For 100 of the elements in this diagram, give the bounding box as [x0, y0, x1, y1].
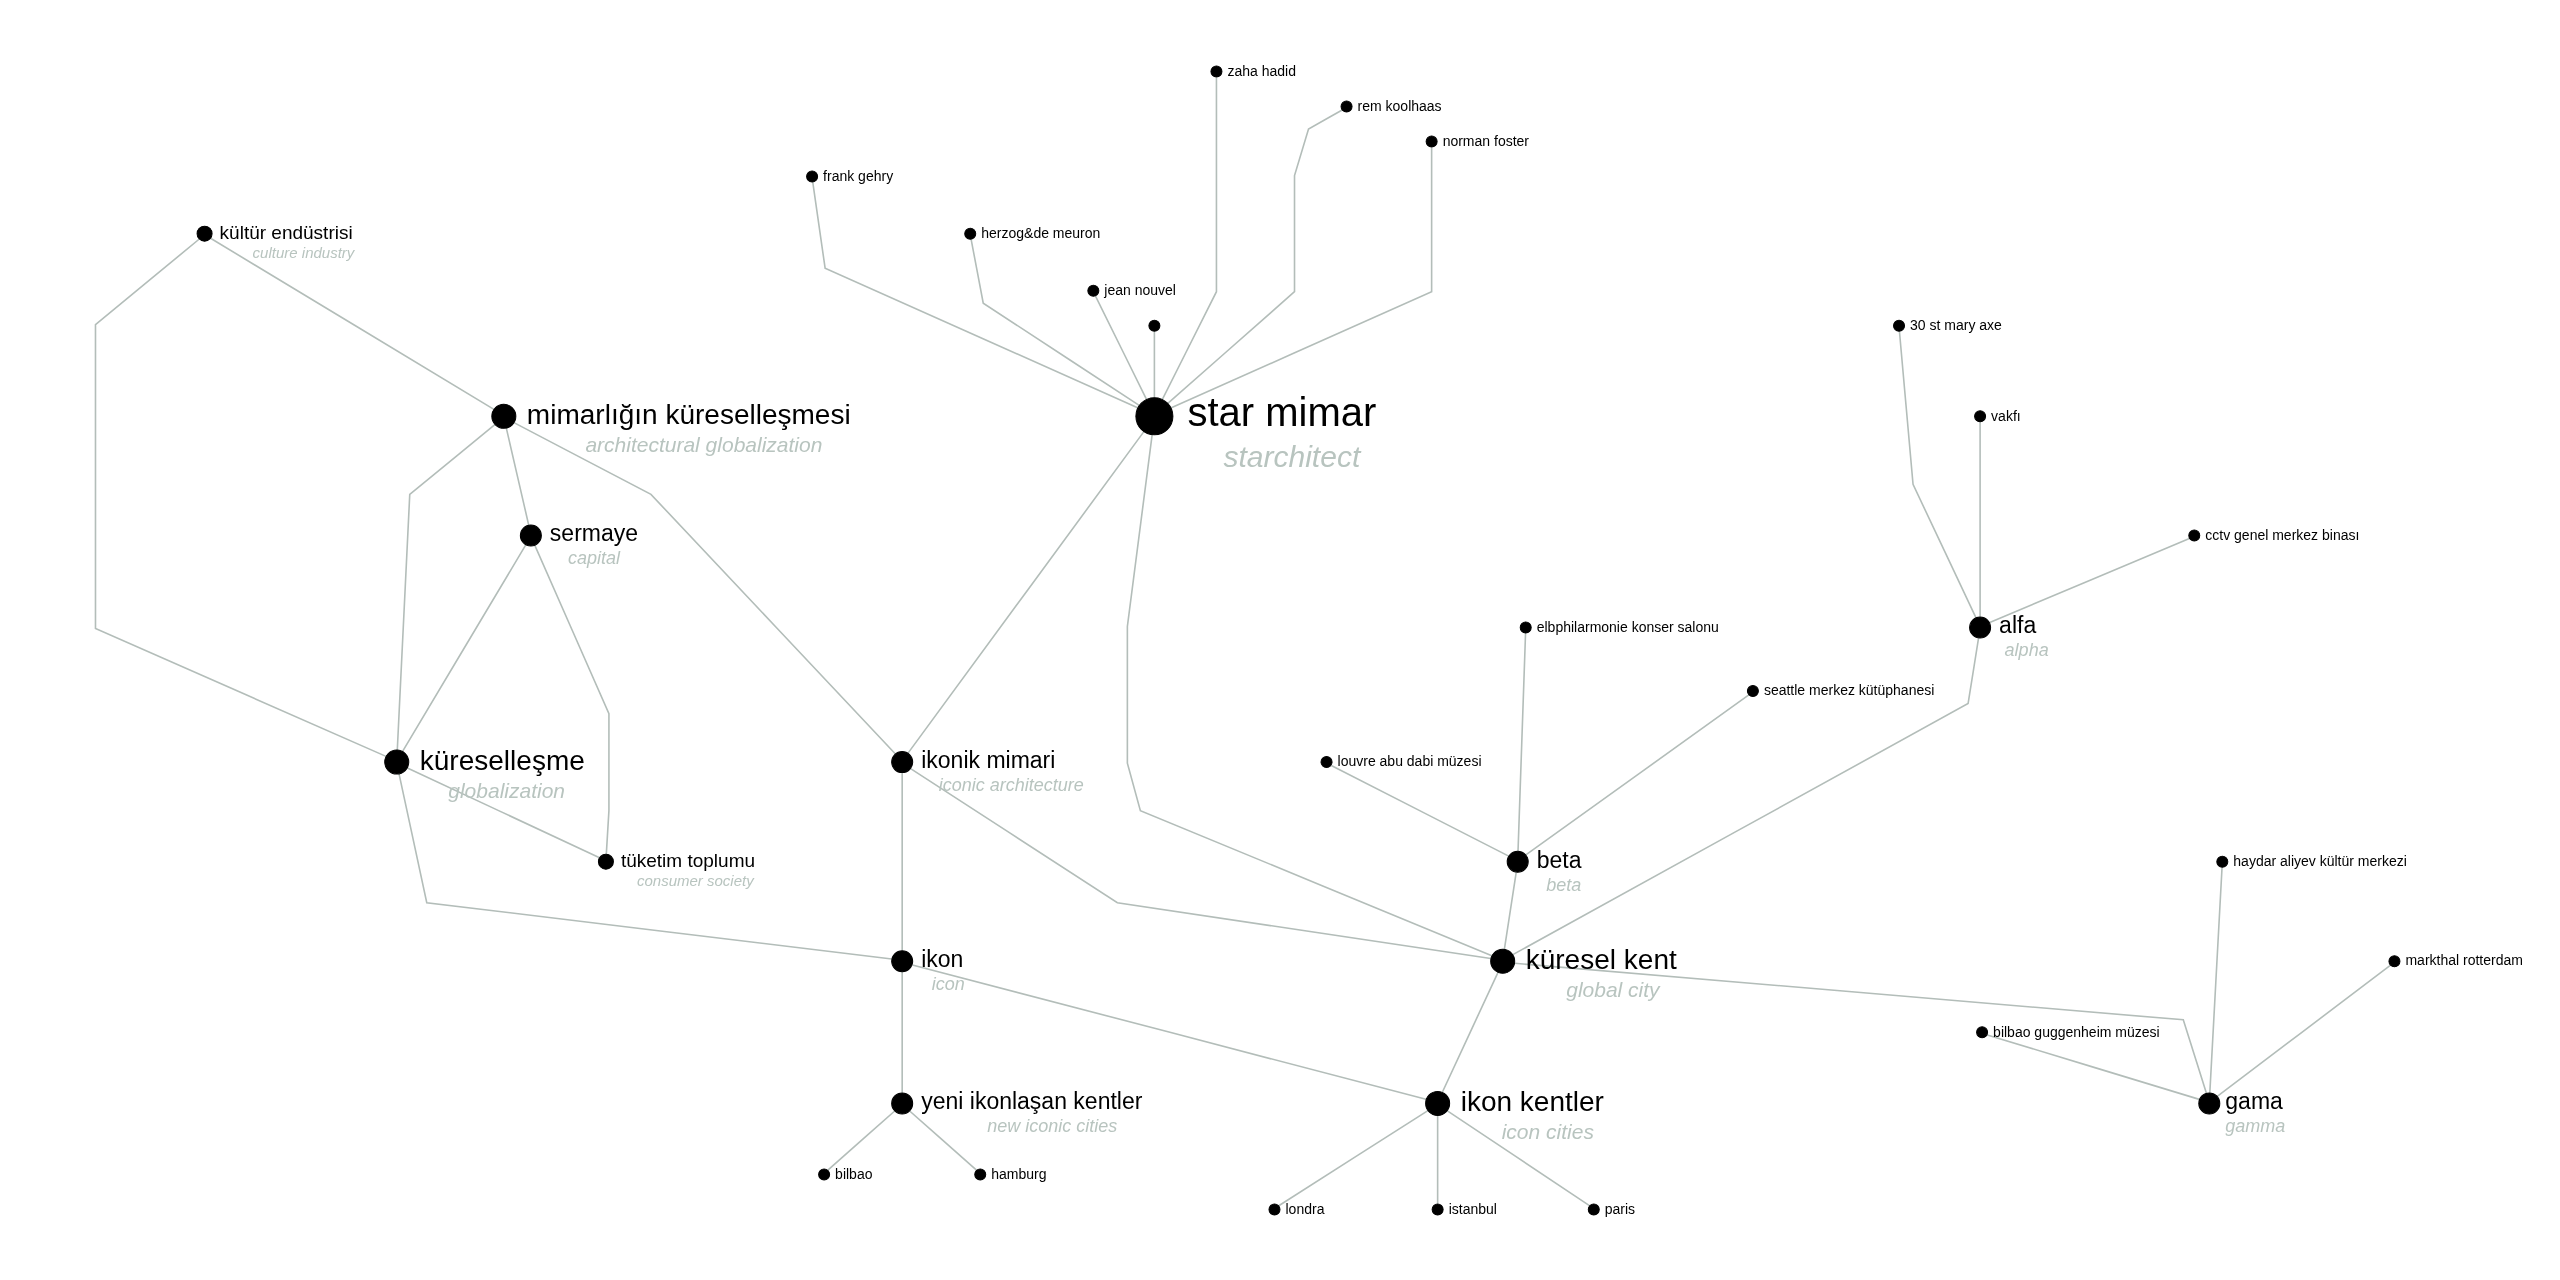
- node-circle: [2188, 528, 2201, 541]
- connector: [1153, 330, 1156, 399]
- connector: [1514, 962, 2208, 1094]
- node-circle: [491, 403, 517, 429]
- node-label: tüketim toplumu: [620, 849, 756, 871]
- connector: [1277, 1109, 1429, 1207]
- node-label: kültür endüstrisi: [219, 221, 353, 243]
- connector: [1898, 329, 1977, 618]
- node-label: jean nouvel: [1104, 281, 1176, 298]
- node-label: bilbao guggenheim müzesi: [1993, 1023, 2160, 1040]
- node-circle: [196, 225, 213, 242]
- connector: [1525, 693, 1750, 856]
- node-circle: [1268, 1203, 1281, 1215]
- node-circle: [1425, 1090, 1451, 1116]
- node-label: beta: [1546, 874, 1582, 895]
- node-circle: [1431, 1203, 1444, 1215]
- node-label: culture industry: [252, 243, 355, 261]
- connector: [827, 1109, 896, 1171]
- node-circle: [1976, 1025, 1989, 1038]
- node-circle: [519, 523, 542, 546]
- node-circle: [597, 853, 614, 870]
- node-label: londra: [1285, 1200, 1325, 1217]
- node-label: iconic architecture: [938, 774, 1084, 795]
- node-label: herzog&de meuron: [981, 224, 1101, 241]
- connector: [1503, 871, 1517, 950]
- node-label: küresel kent: [1525, 943, 1677, 975]
- node-label: bilbao: [835, 1165, 873, 1182]
- node-circle: [2388, 954, 2401, 967]
- node-circle: [1746, 684, 1759, 697]
- node-circle: [891, 949, 914, 972]
- connector: [1094, 294, 1148, 400]
- node-label: vakfı: [1991, 407, 2021, 424]
- node-label: ikon kentler: [1460, 1085, 1604, 1117]
- node-circle: [974, 1167, 987, 1180]
- connector: [406, 766, 601, 858]
- node-label: louvre abu dabi müzesi: [1337, 752, 1482, 769]
- node-label: 30 st mary axe: [1910, 316, 2002, 333]
- connector: [398, 772, 893, 960]
- node-label: seattle merkez kütüphanesi: [1763, 681, 1935, 698]
- node-label: ikon: [921, 945, 964, 972]
- connector: [401, 543, 527, 752]
- connector: [1986, 1033, 2201, 1100]
- node-label: norman foster: [1442, 132, 1530, 149]
- connector: [1436, 1114, 1439, 1204]
- node-label: star mimar: [1187, 389, 1377, 434]
- node-label: capital: [567, 547, 620, 568]
- connector: [1512, 636, 1980, 955]
- connector: [396, 423, 496, 751]
- connector: [209, 236, 495, 410]
- node-label: new iconic cities: [987, 1115, 1118, 1136]
- node-label: elbphilarmonie konser salonu: [1536, 618, 1719, 635]
- node-circle: [1893, 319, 1906, 332]
- node-label: mimarlığın küreselleşmesi: [526, 398, 851, 430]
- node-label: beta: [1536, 846, 1582, 873]
- node-circle: [1320, 755, 1333, 768]
- node-circle: [1087, 284, 1100, 297]
- node-circle: [964, 227, 977, 240]
- node-label: architectural globalization: [585, 432, 823, 456]
- node-label: haydar aliyev kültür merkezi: [2233, 852, 2407, 869]
- connector: [970, 237, 1140, 406]
- connector: [908, 1109, 978, 1171]
- node-circle: [891, 750, 914, 773]
- node-label: yeni ikonlaşan kentler: [921, 1087, 1143, 1114]
- node-label: hamburg: [991, 1165, 1047, 1182]
- connector: [911, 963, 1427, 1100]
- node-label: starchitect: [1223, 439, 1361, 473]
- connector: [1517, 632, 1527, 852]
- node-circle: [1210, 65, 1223, 77]
- connector: [909, 767, 1492, 959]
- node-label: gamma: [2225, 1115, 2286, 1136]
- node-circle: [1974, 409, 1987, 422]
- connector: [1988, 537, 2191, 623]
- node-label: consumer society: [636, 871, 754, 889]
- node-circle: [2216, 855, 2229, 868]
- connector: [811, 180, 1139, 409]
- node-circle: [384, 749, 410, 775]
- connector: [1161, 76, 1218, 400]
- node-circle: [1340, 100, 1353, 113]
- node-label: küreselleşme: [419, 744, 585, 776]
- connector: [94, 237, 387, 757]
- node-label: icon: [931, 973, 965, 994]
- connector: [534, 544, 610, 855]
- node-label: rem koolhaas: [1357, 97, 1442, 114]
- connector: [505, 426, 530, 526]
- node-circle: [1135, 396, 1174, 435]
- connector: [1167, 108, 1343, 404]
- connector: [1330, 764, 1510, 857]
- node-label: globalization: [448, 778, 566, 802]
- connector: [1126, 433, 1493, 957]
- node-label: sermaye: [549, 519, 639, 546]
- node-label: markthal rotterdam: [2405, 951, 2523, 968]
- node-label: global city: [1566, 977, 1660, 1001]
- connector: [901, 970, 903, 1093]
- node-label: istanbul: [1448, 1200, 1497, 1217]
- node-circle: [1587, 1203, 1600, 1215]
- connector: [1170, 146, 1433, 409]
- node-circle: [818, 1167, 831, 1180]
- node-circle: [1506, 850, 1529, 873]
- connector: [2216, 963, 2392, 1097]
- node-label: alfa: [1999, 611, 2037, 638]
